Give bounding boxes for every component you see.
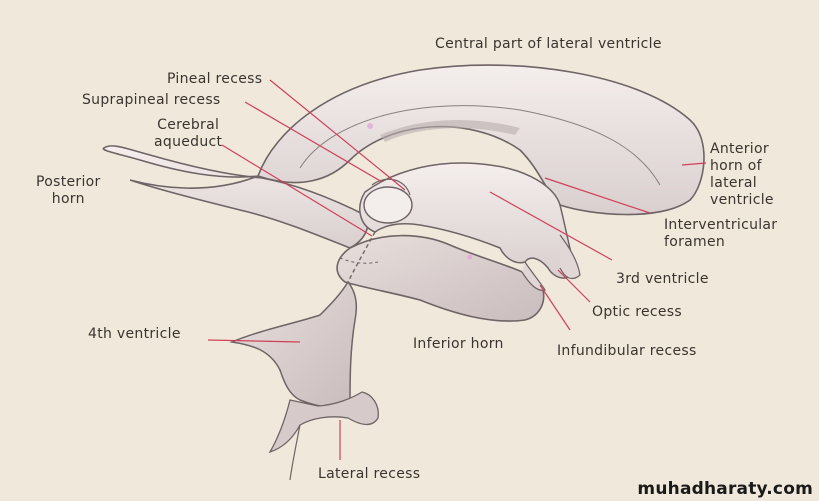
leader-anterior-horn (681, 162, 707, 166)
leader-infundibular (539, 284, 571, 331)
leader-pineal (269, 79, 406, 191)
lateral-ventricle-shadow-band (380, 119, 520, 142)
label-infundibular-recess: Infundibular recess (557, 343, 697, 359)
label-central-part: Central part of lateral ventricle (435, 36, 662, 52)
label-posterior-horn: Posterior horn (36, 174, 101, 207)
label-anterior-horn: Anterior horn of lateral ventricle (710, 141, 774, 208)
pineal-region-shape (363, 186, 413, 224)
pink-dot (367, 123, 373, 129)
lateral-recess-tail (289, 424, 301, 481)
third-ventricle-shape (359, 162, 576, 279)
leader-suprapineal (244, 101, 383, 183)
label-cerebral-aqueduct: Cerebral aqueduct (154, 117, 223, 150)
leader-aqueduct (221, 144, 373, 237)
label-lateral-recess: Lateral recess (318, 466, 421, 482)
leader-third-ventricle (489, 191, 613, 261)
lateral-ventricle-inner-fold (299, 105, 661, 186)
leader-optic (557, 269, 591, 303)
overlap-dash-1 (339, 257, 379, 264)
leader-lines (207, 79, 707, 460)
pink-dot (467, 254, 473, 260)
label-suprapineal-recess: Suprapineal recess (82, 92, 221, 108)
fourth-ventricle-shape (229, 280, 358, 409)
watermark-text: muhadharaty.com (637, 479, 813, 499)
aqueduct-shape (347, 231, 376, 283)
label-interventricular-foramen: Interventricular foramen (664, 217, 778, 250)
infundibular-recess-shape (521, 261, 546, 291)
posterior-horn-shape (102, 145, 369, 249)
label-pineal-recess: Pineal recess (167, 71, 263, 87)
label-fourth-ventricle: 4th ventricle (88, 326, 181, 342)
lateral-ventricle-body-shape (256, 64, 705, 216)
optic-recess-shape (559, 234, 581, 280)
label-inferior-horn: Inferior horn (413, 336, 504, 352)
label-third-ventricle: 3rd ventricle (616, 271, 709, 287)
suprapineal-recess-shape (371, 178, 411, 196)
label-optic-recess: Optic recess (592, 304, 682, 320)
leader-interventricular (544, 177, 651, 214)
leader-fourth (207, 339, 301, 343)
lateral-recess-shape (268, 391, 379, 454)
